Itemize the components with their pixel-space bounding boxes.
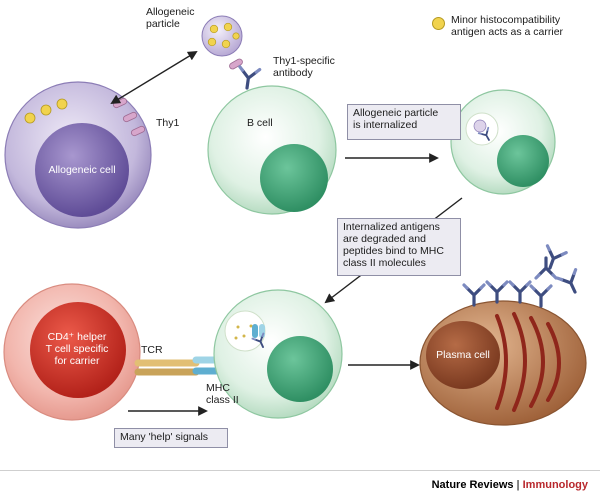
- exchange-arrow: [110, 50, 198, 105]
- label-mhc-class-ii: MHC class II: [206, 382, 239, 406]
- brand-nature-reviews: Nature Reviews: [431, 479, 514, 491]
- legend-text: Minor histocompatibility antigen acts as…: [451, 14, 564, 38]
- plasma-cell: [419, 280, 587, 426]
- label-thy1-specific-antibody: Thy1-specific antibody: [273, 55, 335, 79]
- label-cd4-t-cell: CD4⁺ helper T cell specific for carrier: [45, 331, 109, 367]
- brand-immunology: Immunology: [522, 479, 588, 491]
- legend-antigen-dot-icon: [432, 17, 445, 30]
- b-cell-internalized: [450, 89, 556, 195]
- label-plasma-cell: Plasma cell: [436, 349, 490, 361]
- label-b-cell: B cell: [247, 117, 273, 129]
- label-allogeneic-particle: Allogeneic particle: [146, 6, 195, 30]
- label-allogeneic-cell: Allogeneic cell: [48, 164, 116, 176]
- box-particle-internalized: Allogeneic particle is internalized: [347, 104, 461, 140]
- box-help-signals: Many 'help' signals: [114, 428, 228, 448]
- b-cell-top: [207, 65, 337, 215]
- label-tcr: TCR: [141, 344, 163, 356]
- tcr-mhc-complex: [134, 356, 228, 376]
- secreted-antibodies: [534, 244, 586, 298]
- cd4-t-cell: [3, 283, 141, 421]
- journal-brand: Nature Reviews|Immunology: [432, 479, 588, 491]
- brand-separator: |: [516, 479, 520, 491]
- footer-bar: Nature Reviews|Immunology: [0, 470, 600, 499]
- label-thy1: Thy1: [156, 117, 180, 129]
- b-cell-presenting: [213, 289, 343, 419]
- box-antigen-degraded: Internalized antigens are degraded and p…: [337, 218, 461, 276]
- allogeneic-cell: [4, 81, 152, 229]
- allogeneic-particle: [201, 15, 244, 71]
